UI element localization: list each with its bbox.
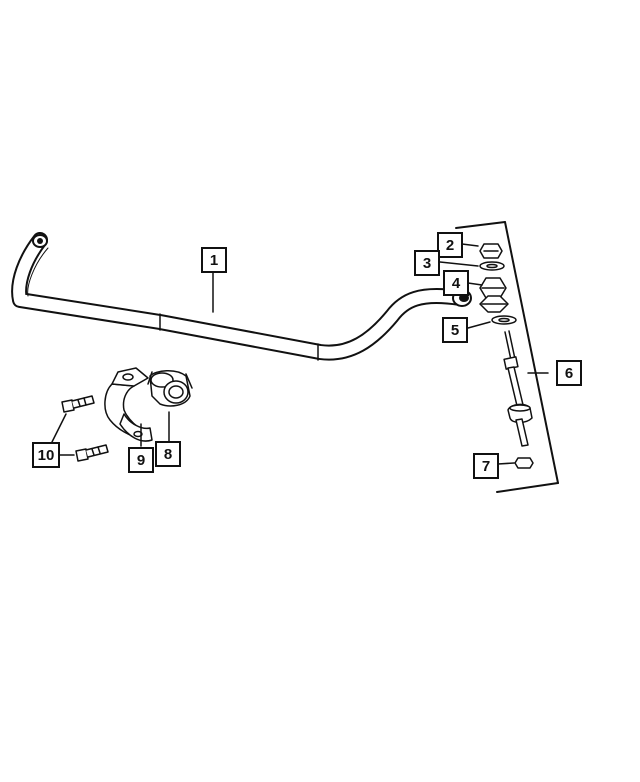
callout-3: 3 xyxy=(414,250,440,276)
leader-7 xyxy=(497,462,515,465)
bushing-lower xyxy=(479,295,509,313)
callout-8: 8 xyxy=(155,441,181,467)
bolt-10-lower xyxy=(75,444,109,462)
hex-nut-2 xyxy=(479,243,503,259)
leader-5 xyxy=(467,321,491,329)
bushing-upper xyxy=(479,277,507,299)
leader-2 xyxy=(461,243,479,247)
callout-7: 7 xyxy=(473,453,499,479)
stabilizer-bushing xyxy=(147,370,193,407)
callout-6: 6 xyxy=(556,360,582,386)
stabilizer-bar xyxy=(11,232,472,361)
leader-4 xyxy=(467,282,483,286)
washer-5 xyxy=(491,315,517,325)
callout-2: 2 xyxy=(437,232,463,258)
callout-1: 1 xyxy=(201,247,227,273)
callout-4: 4 xyxy=(443,270,469,296)
leader-6-bracket xyxy=(455,221,559,493)
nut-7 xyxy=(514,457,534,469)
retainer-bracket xyxy=(104,367,153,442)
callout-10: 10 xyxy=(32,442,60,468)
callout-5: 5 xyxy=(442,317,468,343)
leader-10-upper xyxy=(51,413,67,443)
callout-9: 9 xyxy=(128,447,154,473)
bolt-10-upper xyxy=(61,395,95,413)
leader-3 xyxy=(439,261,479,267)
link-rod xyxy=(503,330,533,447)
washer-3 xyxy=(479,261,505,271)
